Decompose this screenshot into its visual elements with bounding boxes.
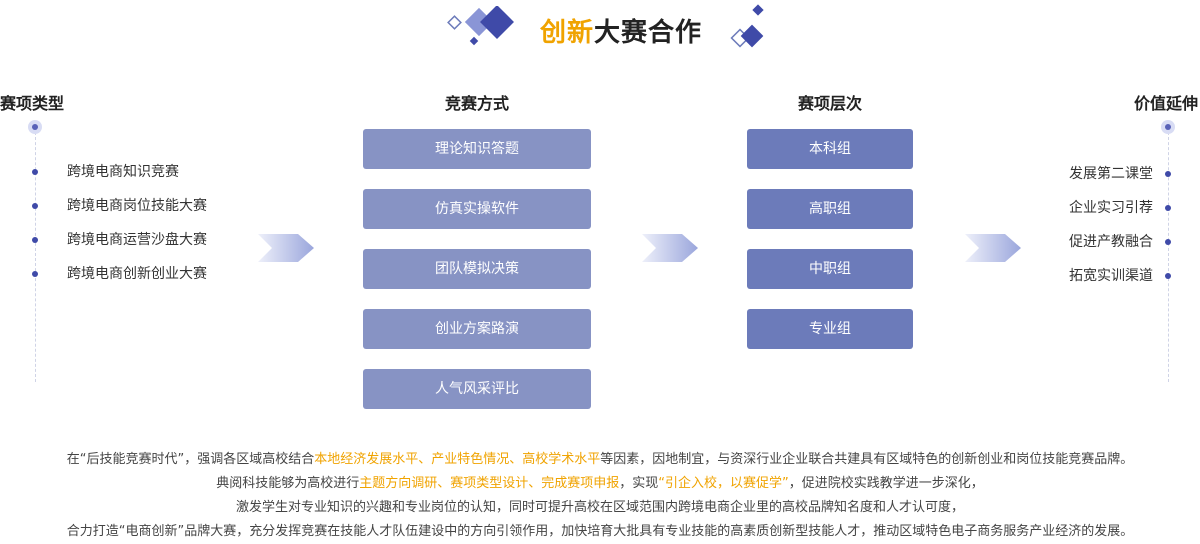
list-item-label: 拓宽实训渠道 (1069, 268, 1153, 284)
description-line: 在“后技能竞赛时代”，强调各区域高校结合本地经济发展水平、产业特色情况、高校学术… (0, 448, 1200, 472)
list-item-label: 促进产教融合 (1069, 234, 1153, 250)
format-button[interactable]: 创业方案路演 (363, 309, 591, 349)
bullet-icon (32, 203, 38, 209)
page-title: 创新大赛合作 (540, 12, 702, 49)
text: 等因素，因地制宜，与资深行业企业联合共建具有区域特色的创新创业和岗位技能竞赛品牌… (600, 452, 1134, 467)
title-accent: 创新 (540, 18, 595, 48)
list-item-label: 跨境电商运营沙盘大赛 (67, 232, 207, 248)
format-button[interactable]: 仿真实操软件 (363, 189, 591, 229)
bullet-icon (1165, 239, 1171, 245)
diamond-decoration-icon (730, 4, 764, 48)
list-item-label: 跨境电商创新创业大赛 (67, 266, 207, 282)
heading-value-extension: 价值延伸 (1134, 94, 1199, 113)
level-button[interactable]: 中职组 (747, 249, 913, 289)
text: ，促进院校实践教学进一步深化， (788, 476, 984, 491)
list-item: 跨境电商创新创业大赛 (32, 257, 207, 291)
list-item: 发展第二课堂 (1060, 157, 1171, 191)
bullet-icon (1165, 273, 1171, 279)
heading-competition-formats: 竞赛方式 (445, 94, 510, 113)
timeline-dot-icon (1161, 120, 1175, 134)
highlight-text: 本地经济发展水平、产业特色情况、高校学术水平 (314, 452, 601, 467)
section-header: 创新大赛合作 (0, 4, 1200, 50)
format-button[interactable]: 团队模拟决策 (363, 249, 591, 289)
list-item-label: 跨境电商岗位技能大赛 (67, 198, 207, 214)
list-item-label: 发展第二课堂 (1069, 166, 1153, 182)
list-item-label: 企业实习引荐 (1069, 200, 1153, 216)
description-line: 合力打造“电商创新”品牌大赛，充分发挥竞赛在技能人才队伍建设中的方向引领作用，加… (66, 524, 1134, 539)
bullet-icon (32, 169, 38, 175)
value-extension-list: 发展第二课堂 企业实习引荐 促进产教融合 拓宽实训渠道 (1060, 157, 1171, 293)
format-button[interactable]: 理论知识答题 (363, 129, 591, 169)
chevron-arrow-icon (965, 234, 1021, 262)
level-button[interactable]: 高职组 (747, 189, 913, 229)
highlight-text: “引企入校，以赛促学” (658, 476, 789, 491)
description: 在“后技能竞赛时代”，强调各区域高校结合本地经济发展水平、产业特色情况、高校学术… (0, 448, 1200, 544)
text: 典阅科技能够为高校进行 (216, 476, 360, 491)
timeline-line (1168, 132, 1169, 382)
heading-competition-types: 赛项类型 (0, 94, 65, 113)
timeline-line (35, 132, 36, 382)
list-item: 跨境电商岗位技能大赛 (32, 189, 207, 223)
chevron-arrow-icon (642, 234, 698, 262)
description-line: 典阅科技能够为高校进行主题方向调研、赛项类型设计、完成赛项申报，实现“引企入校，… (0, 472, 1200, 496)
title-rest: 大赛合作 (594, 18, 703, 48)
bullet-icon (1165, 171, 1171, 177)
bullet-icon (32, 237, 38, 243)
list-item: 拓宽实训渠道 (1060, 259, 1171, 293)
format-button[interactable]: 人气风采评比 (363, 369, 591, 409)
chevron-arrow-icon (258, 234, 314, 262)
bullet-icon (1165, 205, 1171, 211)
list-item: 跨境电商知识竞赛 (32, 155, 207, 189)
heading-competition-levels: 赛项层次 (798, 94, 863, 113)
bullet-icon (32, 271, 38, 277)
description-line: 激发学生对专业知识的兴趣和专业岗位的认知，同时可提升高校在区域范围内跨境电商企业… (235, 500, 964, 515)
level-button[interactable]: 本科组 (747, 129, 913, 169)
list-item: 企业实习引荐 (1060, 191, 1171, 225)
timeline-dot-icon (28, 120, 42, 134)
list-item: 跨境电商运营沙盘大赛 (32, 223, 207, 257)
highlight-text: 主题方向调研、赛项类型设计、完成赛项申报 (359, 476, 620, 491)
competition-types-list: 跨境电商知识竞赛 跨境电商岗位技能大赛 跨境电商运营沙盘大赛 跨境电商创新创业大… (32, 155, 207, 291)
level-button[interactable]: 专业组 (747, 309, 913, 349)
list-item-label: 跨境电商知识竞赛 (67, 164, 179, 180)
list-item: 促进产教融合 (1060, 225, 1171, 259)
text: 在“后技能竞赛时代”，强调各区域高校结合 (66, 452, 315, 467)
text: ，实现 (619, 476, 659, 491)
diamond-decoration-icon (447, 6, 514, 46)
